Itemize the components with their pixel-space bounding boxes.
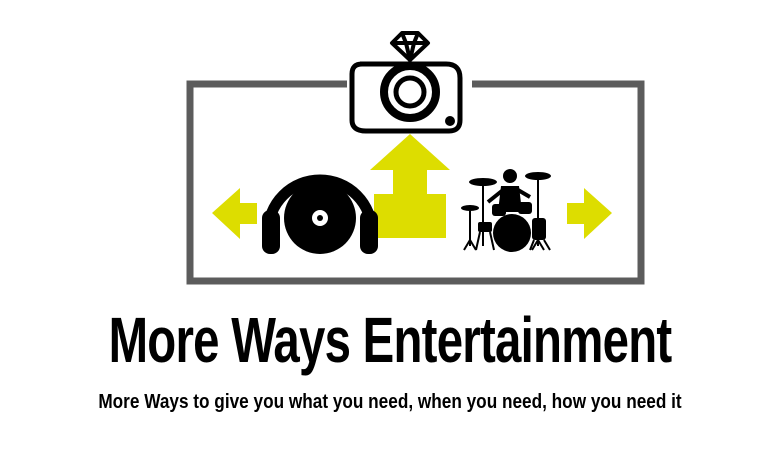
- arrow-up-icon: [370, 134, 450, 238]
- arrow-right-icon: [567, 188, 612, 239]
- tagline: More Ways to give you what you need, whe…: [98, 391, 682, 413]
- brand-name: More Ways Entertainment: [108, 304, 673, 376]
- logo-frame: [186, 80, 645, 285]
- arrow-left-icon: [212, 188, 257, 239]
- camera-ring-icon: [349, 31, 463, 134]
- drummer-icon: [461, 169, 551, 252]
- logo-graphic: [186, 31, 645, 285]
- headphones-vinyl-icon: [262, 174, 378, 254]
